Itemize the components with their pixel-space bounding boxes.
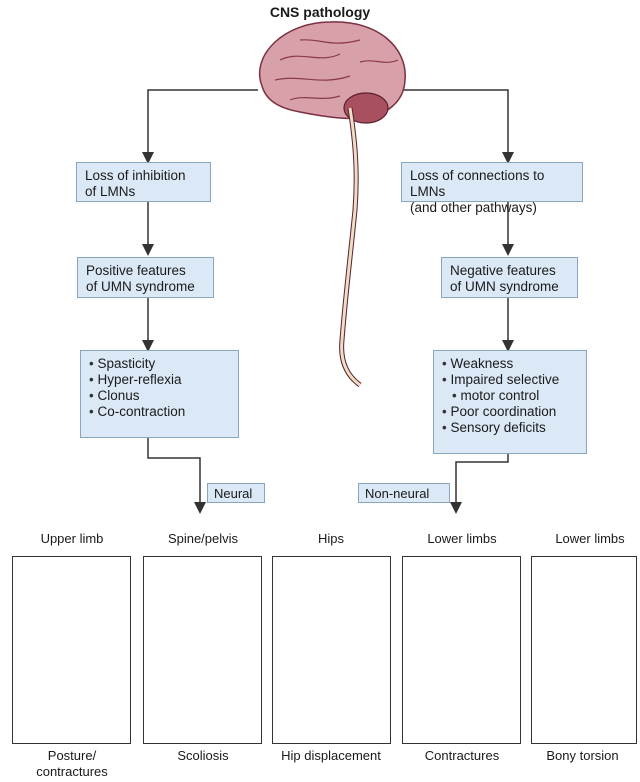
caption-line: contractures bbox=[7, 764, 137, 780]
positive-features-line-2: of UMN syndrome bbox=[86, 279, 205, 295]
list-item: Impaired selective bbox=[442, 372, 578, 388]
panel-frame-spine bbox=[143, 556, 262, 744]
caption-posture: Posture/ contractures bbox=[7, 748, 137, 780]
panel-label-lower-limbs-2: Lower limbs bbox=[525, 531, 640, 546]
negative-features-list: Weakness Impaired selective motor contro… bbox=[433, 350, 587, 454]
negative-features-box: Negative features of UMN syndrome bbox=[441, 257, 578, 298]
list-item: motor control bbox=[442, 388, 578, 404]
panel-label-spine-pelvis: Spine/pelvis bbox=[138, 531, 268, 546]
panel-frame-upper-limb bbox=[12, 556, 131, 744]
list-item: Poor coordination bbox=[442, 404, 578, 420]
loss-inhibition-line-2: of LMNs bbox=[85, 184, 202, 200]
caption-contractures: Contractures bbox=[397, 748, 527, 764]
negative-features-line-1: Negative features bbox=[450, 263, 569, 279]
arrow-brain-to-left bbox=[148, 90, 258, 158]
arrow-left-3 bbox=[148, 438, 200, 508]
arrow-right-3 bbox=[456, 454, 508, 508]
non-neural-tag: Non-neural bbox=[358, 483, 450, 503]
list-item: Hyper-reflexia bbox=[89, 372, 230, 388]
list-item: Clonus bbox=[89, 388, 230, 404]
caption-hip-displacement: Hip displacement bbox=[264, 748, 398, 764]
panel-frame-lower-limbs-1 bbox=[402, 556, 521, 744]
panel-frame-lower-limbs-2 bbox=[531, 556, 637, 744]
list-item: Sensory deficits bbox=[442, 420, 578, 436]
positive-features-list: Spasticity Hyper-reflexia Clonus Co-cont… bbox=[80, 350, 239, 438]
brain-spinal-cord-icon bbox=[260, 22, 406, 385]
list-item-continuation: motor control bbox=[460, 388, 539, 403]
caption-line: Posture/ bbox=[7, 748, 137, 764]
loss-inhibition-line-1: Loss of inhibition bbox=[85, 168, 202, 184]
panel-frame-hips bbox=[272, 556, 391, 744]
positive-features-line-1: Positive features bbox=[86, 263, 205, 279]
loss-connections-line-1: Loss of connections to LMNs bbox=[410, 168, 574, 200]
list-item: Spasticity bbox=[89, 356, 230, 372]
caption-bony-torsion: Bony torsion bbox=[525, 748, 640, 764]
positive-features-box: Positive features of UMN syndrome bbox=[77, 257, 214, 298]
arrow-brain-to-right bbox=[398, 90, 508, 158]
negative-features-line-2: of UMN syndrome bbox=[450, 279, 569, 295]
caption-scoliosis: Scoliosis bbox=[138, 748, 268, 764]
loss-connections-line-2: (and other pathways) bbox=[410, 200, 574, 216]
loss-inhibition-box: Loss of inhibition of LMNs bbox=[76, 162, 211, 202]
panel-label-lower-limbs-1: Lower limbs bbox=[397, 531, 527, 546]
neural-tag: Neural bbox=[207, 483, 265, 503]
panel-label-upper-limb: Upper limb bbox=[7, 531, 137, 546]
loss-connections-box: Loss of connections to LMNs (and other p… bbox=[401, 162, 583, 202]
list-item: Weakness bbox=[442, 356, 578, 372]
panel-label-hips: Hips bbox=[266, 531, 396, 546]
list-item: Co-contraction bbox=[89, 404, 230, 420]
